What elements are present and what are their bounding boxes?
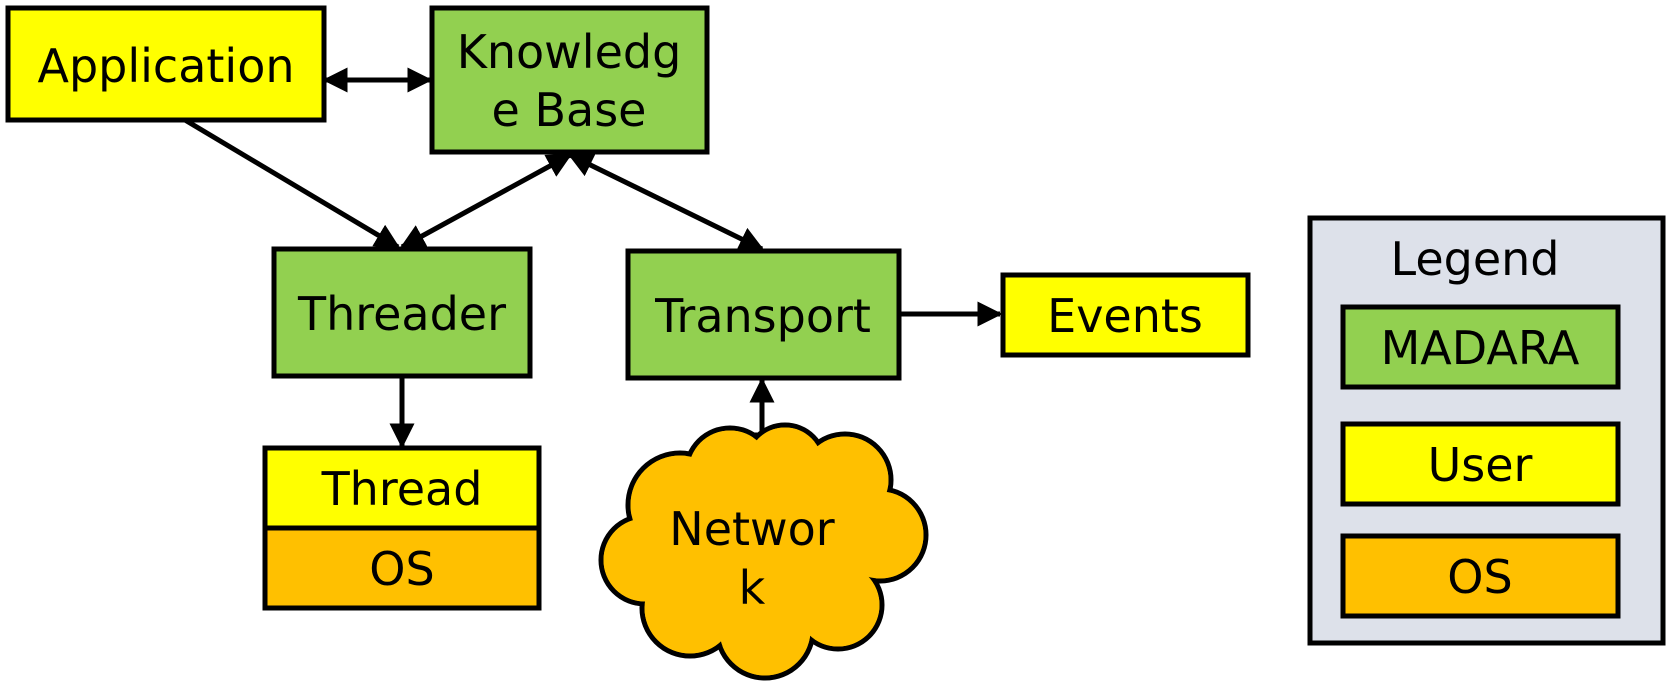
knowledge-base-label-line2: e Base bbox=[492, 83, 647, 137]
node-network: Networ k bbox=[598, 422, 929, 681]
thread-label: Thread bbox=[321, 462, 483, 516]
node-threader: Threader bbox=[271, 246, 533, 379]
transport-label: Transport bbox=[654, 289, 871, 343]
application-label: Application bbox=[37, 39, 294, 93]
legend-swatch-madara bbox=[1340, 304, 1621, 390]
edge-knowledge-base-threader bbox=[399, 152, 573, 250]
legend: Legend MADARA User OS bbox=[1307, 215, 1666, 646]
legend-swatch-user bbox=[1340, 421, 1621, 507]
legend-title: Legend bbox=[1391, 232, 1560, 286]
legend-label-madara: MADARA bbox=[1381, 321, 1580, 375]
node-transport: Transport bbox=[625, 248, 902, 381]
os-label: OS bbox=[369, 542, 434, 596]
node-knowledge-base: Knowledg e Base bbox=[429, 5, 710, 155]
node-application: Application bbox=[5, 5, 327, 123]
node-os bbox=[262, 525, 542, 611]
edges bbox=[183, 67, 1003, 458]
node-thread bbox=[262, 445, 542, 531]
edge-knowledge-base-transport bbox=[567, 152, 765, 252]
network-label-line2: k bbox=[739, 561, 766, 615]
node-thread-os-stack: Thread OS bbox=[262, 445, 542, 611]
legend-label-os: OS bbox=[1447, 550, 1512, 604]
node-events: Events bbox=[1000, 272, 1251, 358]
events-label: Events bbox=[1047, 289, 1203, 343]
network-label-line1: Networ bbox=[669, 502, 835, 556]
legend-swatch-os bbox=[1340, 533, 1621, 619]
legend-label-user: User bbox=[1428, 438, 1533, 492]
threader-label: Threader bbox=[297, 287, 506, 341]
edge-application-threader bbox=[183, 117, 401, 250]
knowledge-base-label-line1: Knowledg bbox=[457, 25, 682, 79]
